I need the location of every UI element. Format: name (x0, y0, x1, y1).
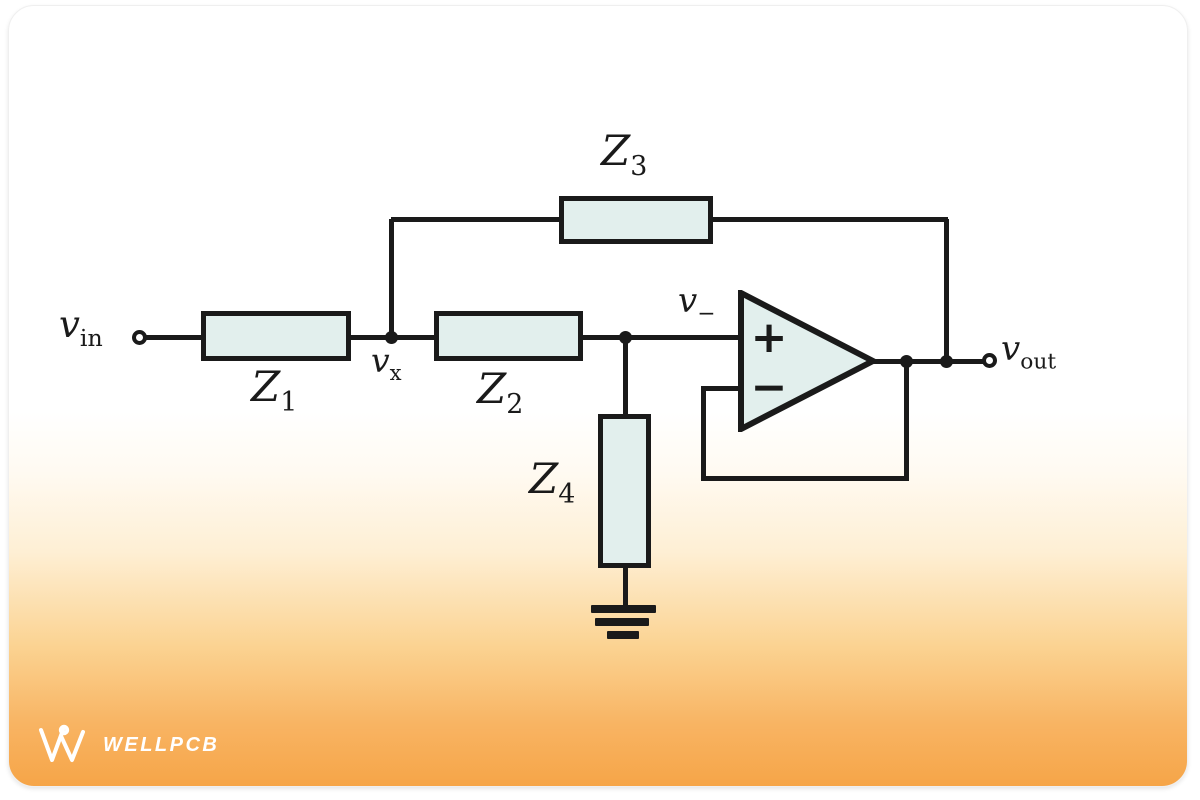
label-z2-base: Z (477, 364, 507, 413)
ground-icon (595, 618, 649, 626)
label-vin-sub: in (79, 323, 103, 352)
wire-feedback-bottom (701, 476, 909, 481)
node-vx-dot (385, 331, 398, 344)
wire-feedback-minus-input (701, 386, 745, 391)
node-z4-branch-dot (619, 331, 632, 344)
terminal-vout (982, 353, 997, 368)
label-vx: vx (371, 344, 402, 383)
wire-top-left (391, 217, 561, 222)
label-vin-base: v (59, 303, 80, 346)
label-z3: Z3 (601, 130, 647, 181)
label-vx-sub: x (389, 360, 402, 386)
label-vout-base: v (1001, 329, 1021, 369)
circuit-diagram: + − vin vx v− vout Z1 Z2 (9, 6, 1187, 786)
ground-icon (591, 605, 656, 613)
label-vminus-sub: − (697, 301, 716, 327)
impedance-z4-box (598, 414, 651, 568)
opamp-minus-input-icon: − (750, 362, 788, 413)
label-vminus: v− (678, 284, 715, 325)
wire-node-to-z4 (623, 338, 628, 416)
label-vout: vout (1001, 332, 1056, 373)
opamp-triangle-icon (738, 290, 878, 432)
impedance-z3-box (559, 196, 713, 244)
label-z4: Z4 (529, 458, 575, 509)
wellpcb-logo-icon (39, 724, 85, 762)
impedance-z1-box (201, 311, 351, 361)
label-vx-base: v (371, 341, 390, 380)
label-z1-base: Z (251, 362, 281, 411)
wire-feedback-right (904, 363, 909, 481)
label-z3-sub: 3 (630, 151, 648, 183)
label-vminus-base: v (678, 281, 698, 321)
wire-top-right (711, 217, 948, 222)
wire-feedback-left (701, 388, 706, 481)
ground-icon (607, 631, 639, 639)
node-output-z3-dot (940, 355, 953, 368)
wire-z3-down-to-output (944, 219, 949, 364)
label-z3-base: Z (601, 126, 631, 175)
label-z2: Z2 (477, 368, 523, 419)
wire-output (867, 359, 985, 364)
wellpcb-logo: WELLPCB (36, 724, 219, 766)
label-z4-sub: 4 (558, 479, 576, 511)
label-vout-sub: out (1020, 349, 1057, 375)
label-z2-sub: 2 (506, 389, 524, 421)
wellpcb-logo-text: WELLPCB (103, 733, 220, 756)
wire-vx-up (389, 219, 394, 340)
label-z4-base: Z (529, 454, 559, 503)
terminal-vin (132, 330, 147, 345)
impedance-z2-box (434, 311, 583, 361)
wire-z4-to-ground (623, 566, 628, 607)
node-output-feedback-dot (900, 355, 913, 368)
circuit-card: + − vin vx v− vout Z1 Z2 (8, 5, 1188, 787)
opamp-plus-input-icon: + (750, 312, 788, 363)
wire-vin-to-z1 (146, 335, 203, 340)
label-vin: vin (59, 306, 103, 351)
wire-z2-to-opamp (581, 335, 743, 340)
label-z1-sub: 1 (280, 387, 298, 419)
label-z1: Z1 (251, 366, 297, 417)
